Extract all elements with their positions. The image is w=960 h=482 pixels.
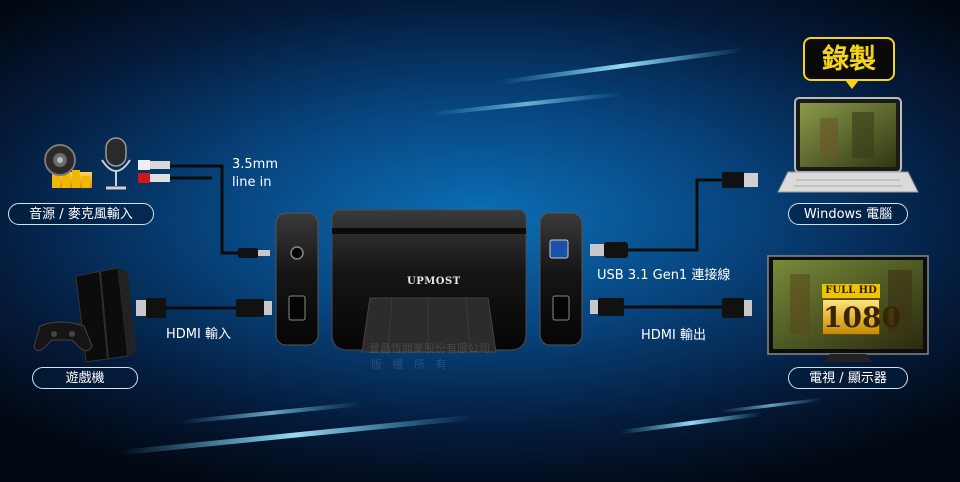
light-streaks: [120, 48, 822, 455]
microphone-icon: [101, 137, 131, 190]
speaker-icon: [44, 144, 92, 188]
streak: [180, 402, 362, 424]
resolution-badge: 1080: [822, 299, 901, 335]
device-brand-logo: UPMOST: [407, 276, 461, 287]
streak: [430, 92, 622, 116]
game-console-label: 遊戲機: [32, 367, 138, 389]
streak: [500, 48, 744, 84]
streak: [620, 412, 762, 434]
tv-display-label: 電視 / 顯示器: [788, 367, 908, 389]
watermark-line2: 版 權 所 有: [371, 358, 447, 371]
device-left-panel: [275, 212, 319, 346]
record-badge: 錄製: [803, 37, 895, 89]
line-in-label: 3.5mm line in: [232, 157, 279, 190]
aux-plug-icon: [238, 248, 270, 258]
streak: [120, 415, 472, 455]
capture-device: [331, 209, 527, 353]
full-hd-badge: FULL HD: [822, 284, 880, 298]
audio-source-label: 音源 / 麥克風輸入: [8, 203, 154, 225]
usb-plug-icon: [590, 172, 758, 258]
hdmi-out-label: HDMI 輸出: [641, 328, 706, 343]
windows-pc-label: Windows 電腦: [788, 203, 908, 225]
device-right-panel: [539, 212, 583, 346]
laptop-icon: [777, 97, 919, 193]
hdmi-in-label: HDMI 輸入: [166, 327, 231, 342]
streak: [720, 398, 822, 413]
controller-icon: [33, 321, 93, 352]
rca-plug-icon: [138, 160, 170, 183]
usb-cable: [600, 178, 745, 252]
tv-icon: [767, 255, 929, 362]
hdmi-plug-icon: [136, 298, 272, 318]
watermark-line1: 登昌恆開業股份有限公司: [369, 342, 490, 355]
usb-cable-label: USB 3.1 Gen1 連接線: [597, 268, 731, 283]
hdmi-plug-icon: [590, 298, 752, 318]
